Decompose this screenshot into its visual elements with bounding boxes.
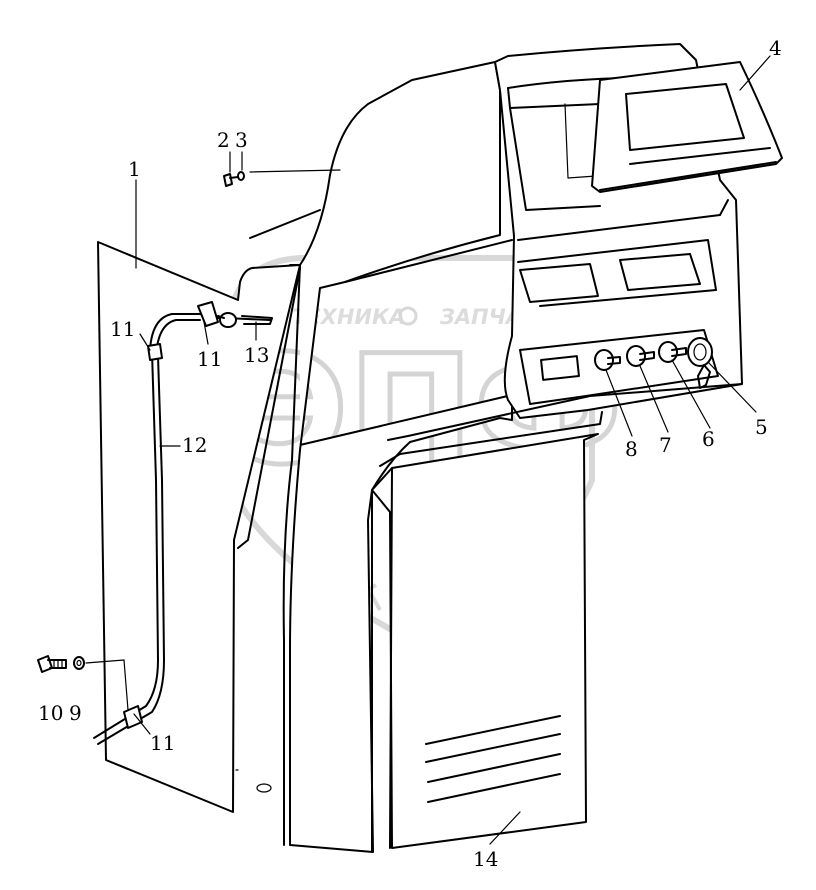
leader-lines — [85, 55, 771, 845]
callout-3: 3 — [235, 128, 248, 152]
toggle-switch-7 — [626, 345, 655, 367]
lower-door — [371, 433, 599, 853]
callout-8: 8 — [625, 437, 638, 461]
side-panel-outline — [97, 241, 301, 813]
callout-9: 9 — [69, 701, 82, 725]
callout-6: 6 — [702, 427, 715, 451]
ignition-key-icon — [697, 364, 711, 389]
gear-icon — [398, 306, 418, 326]
gauge-window-left — [519, 263, 599, 303]
washer-9 — [73, 656, 85, 670]
callout-5: 5 — [755, 415, 768, 439]
callout-7: 7 — [659, 433, 672, 457]
bolt-10 — [37, 655, 67, 673]
cable-clip-top — [197, 301, 237, 328]
monitor-housing — [591, 61, 783, 193]
indicator-lamp — [540, 355, 580, 381]
callout-1: 1 — [128, 157, 141, 181]
upper-edge — [249, 209, 321, 239]
key-switch — [687, 337, 713, 389]
cable-assembly — [93, 301, 273, 745]
callout-12: 12 — [182, 433, 207, 457]
callout-11-left: 11 — [110, 317, 135, 341]
washer-3 — [237, 171, 245, 181]
display-monitor — [591, 61, 783, 193]
callout-labels: 1 2 3 4 5 6 7 8 9 10 11 11 11 12 13 14 — [38, 36, 782, 871]
callout-13: 13 — [244, 343, 269, 367]
vent-slots — [425, 715, 561, 803]
gauge-window-right — [619, 253, 701, 291]
callout-2: 2 — [217, 128, 230, 152]
toggle-switch-6 — [658, 341, 687, 363]
switch-panel — [519, 329, 719, 405]
cable-clip-bottom — [123, 705, 143, 729]
callout-11-bottom: 11 — [150, 731, 175, 755]
toggle-switch-8 — [594, 349, 621, 371]
callout-11-top: 11 — [197, 347, 222, 371]
panel-hole — [256, 783, 272, 793]
side-panel — [97, 241, 301, 813]
switches — [594, 337, 713, 389]
door-panel — [371, 433, 599, 849]
callout-10: 10 — [38, 701, 63, 725]
callout-4: 4 — [769, 36, 782, 60]
cable-clip-left — [147, 343, 163, 361]
monitor-screen — [625, 83, 745, 151]
bolt-2 — [223, 173, 239, 187]
callout-14: 14 — [473, 847, 498, 871]
